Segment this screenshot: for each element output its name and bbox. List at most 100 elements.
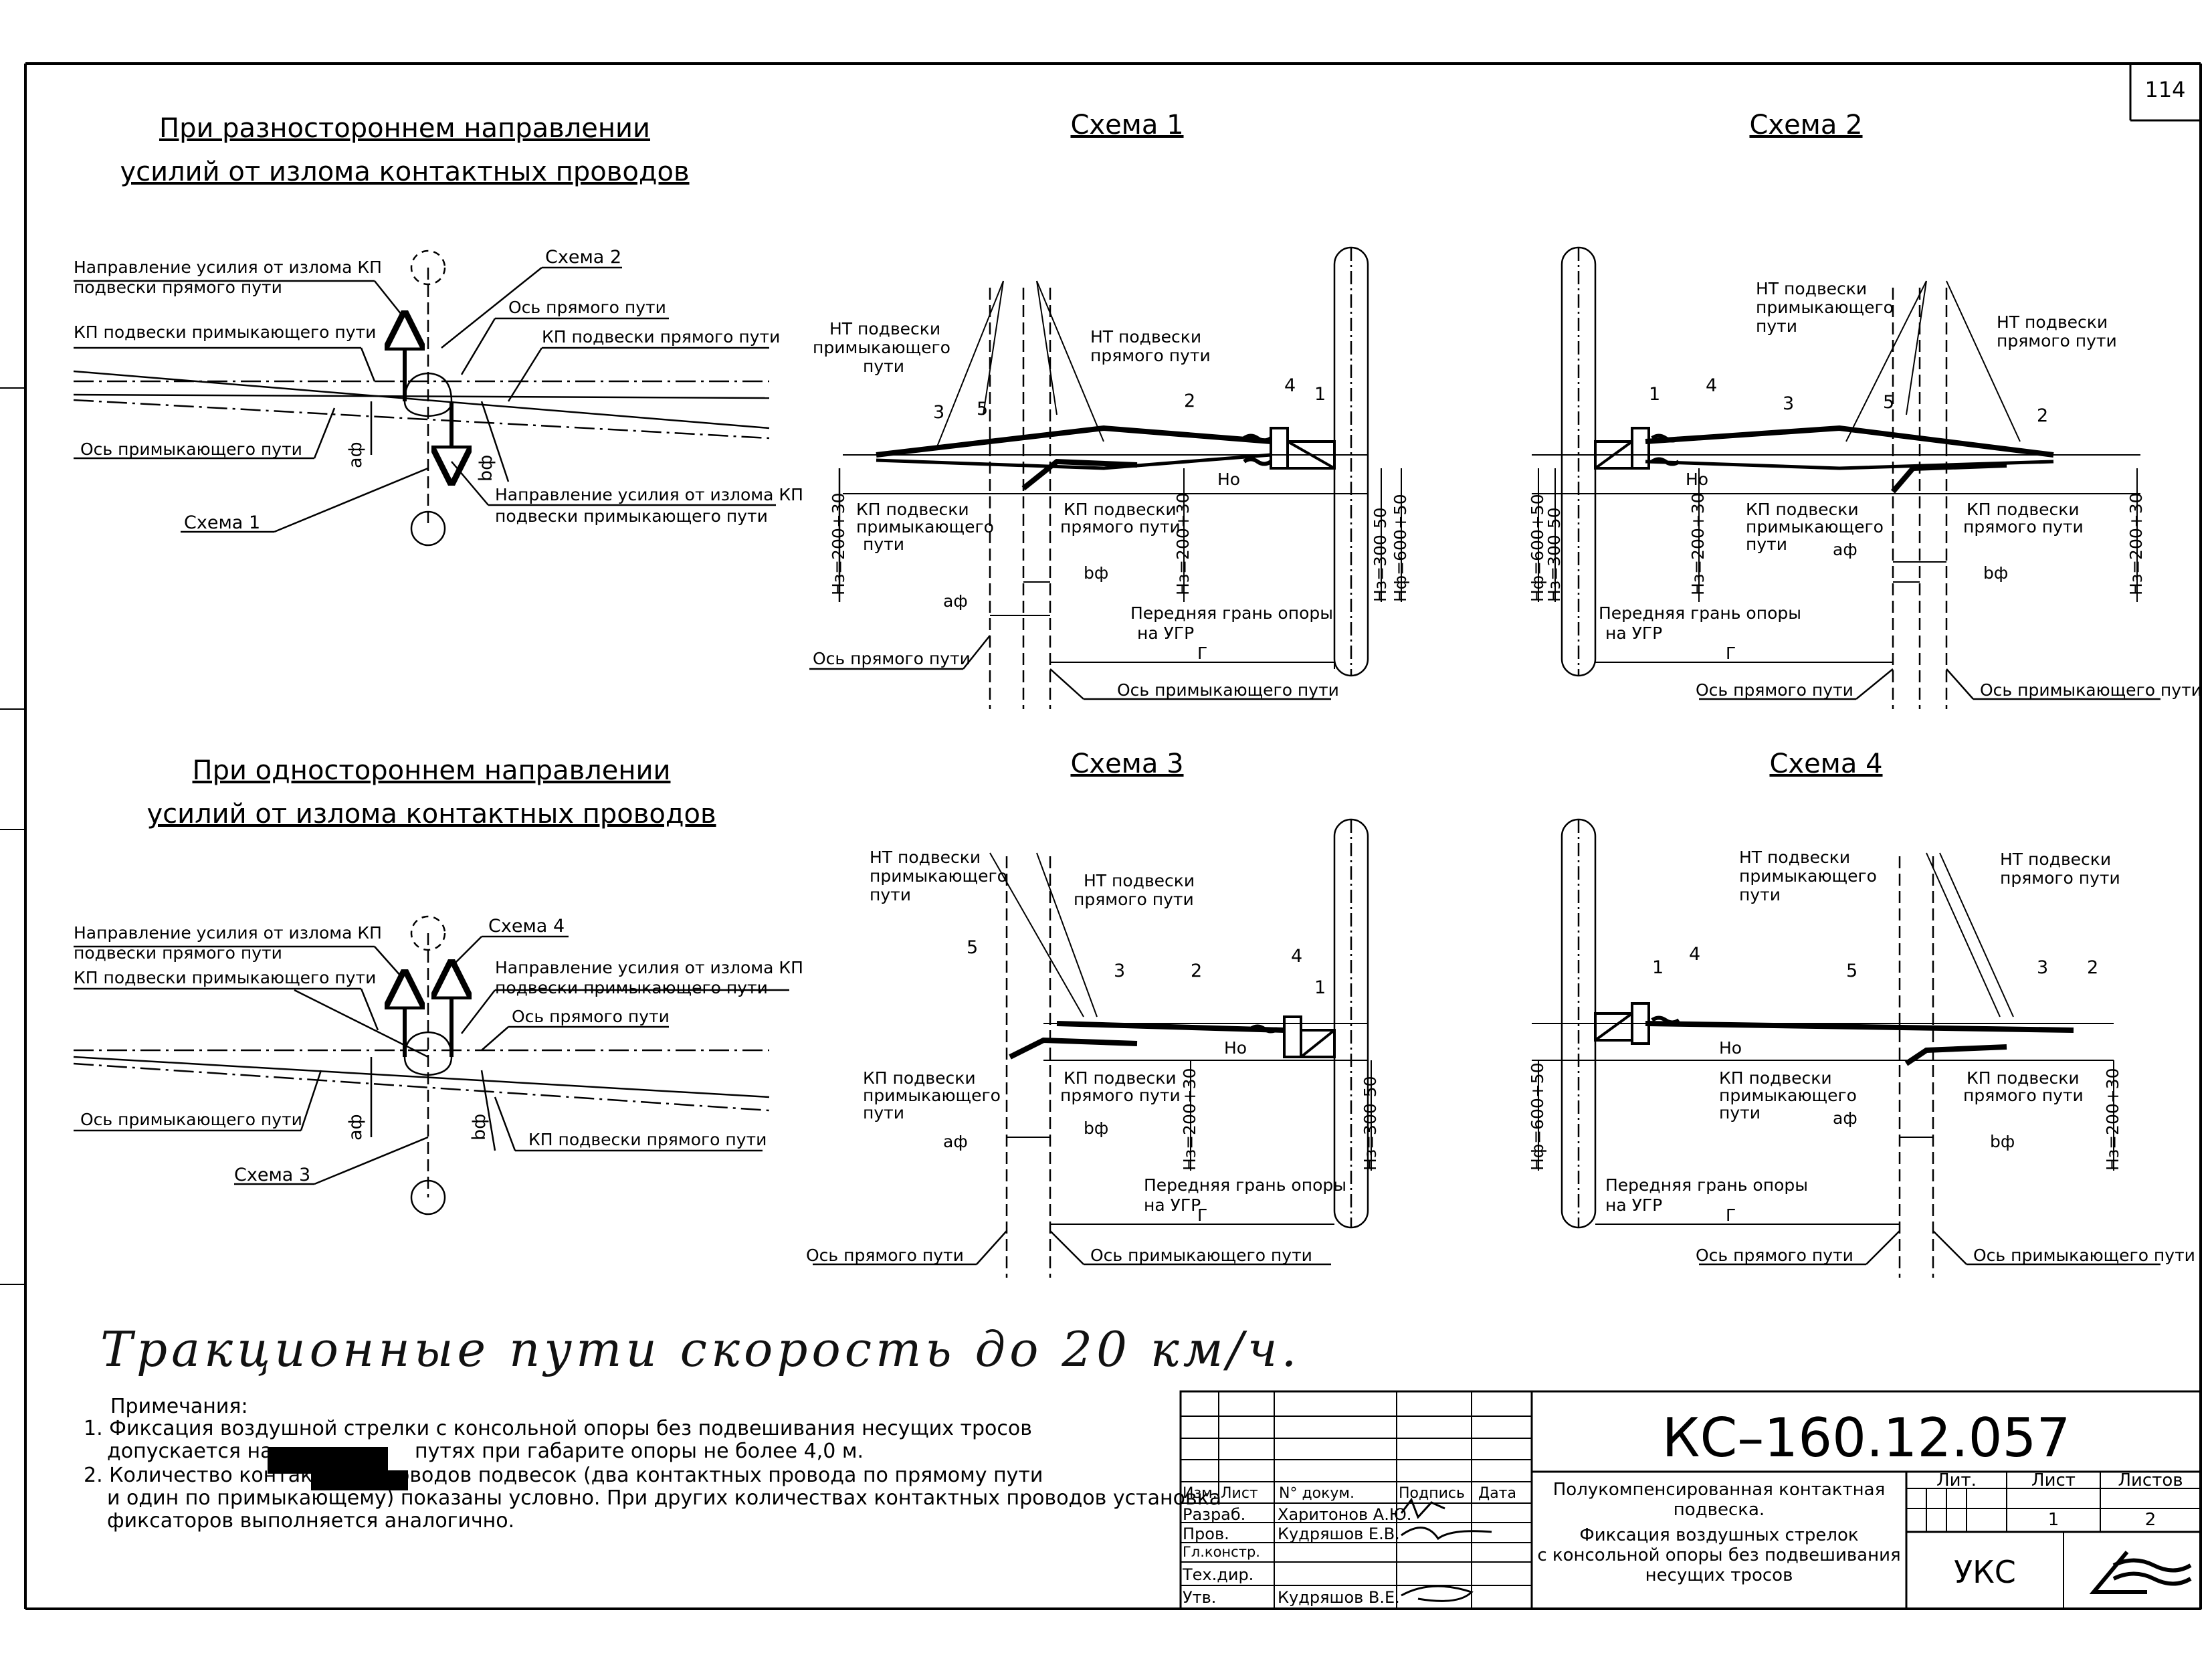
tb-role-0: Разраб. [1183,1505,1246,1524]
s4-kp-main-2: прямого пути [1963,1086,2084,1105]
s4-axis-adj: Ось примыкающего пути [1973,1246,2195,1265]
s2-kp-main-2: прямого пути [1963,517,2084,536]
s1-nt-main-1: НТ подвески [1090,327,1201,347]
s2-hz-right: Hз=200+30 [2126,492,2146,595]
s3-g: Г [1197,1205,1207,1225]
lt-force-main-2: подвески прямого пути [74,278,282,297]
lb-schema3: Схема 3 [234,1165,310,1185]
s4-nt-main-2: прямого пути [2000,868,2120,888]
s2-axis-adj: Ось примыкающего пути [1980,680,2202,700]
s2-n2: 2 [2037,405,2048,426]
s3-nt-main-1: НТ подвески [1084,871,1195,890]
note-1a: 1. Фиксация воздушной стрелки с консольн… [84,1417,1032,1440]
s3-nt-main-2: прямого пути [1074,890,1194,909]
tb-desc-1: подвеска. [1673,1500,1765,1520]
s1-hf: Hф=600+50 [1391,494,1410,602]
scheme-3-drawing [813,818,1372,1278]
s1-kp-adj-2: примыкающего [856,517,994,536]
tb-name-1: Кудряшов Е.В. [1278,1525,1400,1543]
s4-nt-adj-1: НТ подвески [1739,848,1850,867]
sheet-number: 114 [2144,77,2185,102]
s1-axis-adj: Ось примыкающего пути [1117,680,1339,700]
s3-axis-main: Ось прямого пути [806,1246,964,1265]
s2-nt-main-2: прямого пути [1997,331,2117,351]
s3-bf: bф [1084,1118,1108,1138]
s3-front-2: на УГР [1144,1195,1201,1215]
lb-force-main-1: Направление усилия от излома КП [74,923,382,943]
s2-kp-main-1: КП подвески [1967,500,2080,519]
s2-kp-adj-1: КП подвески [1746,500,1859,519]
s4-front-1: Передняя грань опоры [1605,1175,1808,1195]
lt-kp-main: КП подвески прямого пути [542,327,780,347]
s3-n5: 5 [967,937,978,958]
s1-kp-main-1: КП подвески [1064,500,1177,519]
s2-nt-adj-2: примыкающего [1756,298,1894,317]
sheet-frame [0,62,2202,1610]
tb-hdr-list: Лист [1221,1485,1258,1502]
s2-af: аф [1833,540,1857,559]
s2-hz-left: Hз=200+30 [1688,492,1708,595]
s4-kp-adj-2: примыкающего [1719,1086,1857,1105]
sketch-opposite [73,250,776,547]
s1-nt-adj-3: пути [863,357,904,376]
s2-front-1: Передняя грань опоры [1599,603,1801,623]
lb-schema4: Схема 4 [488,916,565,937]
lt-force-adj-2: подвески примыкающего пути [495,506,768,526]
tb-hdr-doc: N° докум. [1279,1485,1355,1502]
s3-axis-adj: Ось примыкающего пути [1090,1246,1312,1265]
s4-n2: 2 [2087,957,2098,978]
s2-kp-adj-3: пути [1746,534,1787,554]
lb-axis-main: Ось прямого пути [512,1007,670,1026]
s3-n3: 3 [1114,961,1125,981]
s4-kp-adj-1: КП подвески [1719,1068,1832,1088]
note-1b-post: путях при габарите опоры не более 4,0 м. [415,1440,864,1463]
scheme-1-drawing [809,246,1402,709]
s1-nt-main-2: прямого пути [1090,346,1211,365]
s4-ho: Hо [1719,1038,1742,1058]
s3-hz: Hз=200+30 [1180,1068,1199,1171]
s3-kp-adj-3: пути [863,1103,904,1123]
sketch-same [73,915,789,1215]
tb-name-4: Кудряшов В.Е. [1278,1588,1400,1607]
s2-nt-adj-1: НТ подвески [1756,279,1867,298]
s3-n2: 2 [1191,961,1202,981]
title-block-grid [1179,1390,2202,1610]
s1-kp-main-2: прямого пути [1060,517,1181,536]
lt-axis-main: Ось прямого пути [508,298,666,317]
s3-kp-main-2: прямого пути [1060,1086,1181,1105]
s2-axis-main: Ось прямого пути [1696,680,1853,700]
s1-g: Г [1197,644,1207,663]
tb-desc-3: с консольной опоры без подвешивания [1537,1545,1901,1565]
lt-force-main-1: Направление усилия от излома КП [74,258,382,277]
lb-force-adj-1: Направление усилия от излома КП [495,958,803,977]
note-2c: фиксаторов выполняется аналогично. [107,1509,515,1533]
lb-b: bф [469,1114,490,1141]
s1-axis-main: Ось прямого пути [813,649,971,668]
lt-force-adj-1: Направление усилия от излома КП [495,485,803,504]
lb-kp-adj: КП подвески примыкающего пути [74,968,376,987]
lb-a: аф [345,1114,366,1141]
tb-role-3: Тех.дир. [1183,1565,1254,1584]
lt-schema1: Схема 1 [184,512,260,533]
note-2a: 2. Количество контактных проводов подвес… [84,1464,1043,1487]
scheme-4-drawing [1532,818,2160,1278]
document-code: КС–160.12.057 [1662,1407,2071,1469]
lt-schema2: Схема 2 [545,247,621,268]
tb-list-val: 1 [2047,1510,2059,1530]
s3-af: аф [943,1132,968,1151]
lt-kp-adj: КП подвески примыкающего пути [74,322,376,342]
tb-hdr-date: Дата [1478,1485,1516,1502]
s4-n1: 1 [1652,957,1664,978]
s2-front-2: на УГР [1605,623,1662,643]
heading-same-2: усилий от излома контактных проводов [146,799,716,830]
tb-lit: Лит. [1936,1470,1977,1490]
tb-hdr-izm: Изм. [1183,1485,1217,1502]
s4-nt-main-1: НТ подвески [2000,850,2111,869]
s1-nt-adj-1: НТ подвески [829,319,940,338]
scheme-2-drawing [1532,246,2160,709]
s1-front-2: на УГР [1137,623,1194,643]
s1-bf: bф [1084,563,1108,583]
lb-axis-adj: Ось примыкающего пути [80,1110,302,1129]
s1-af: аф [943,591,968,611]
